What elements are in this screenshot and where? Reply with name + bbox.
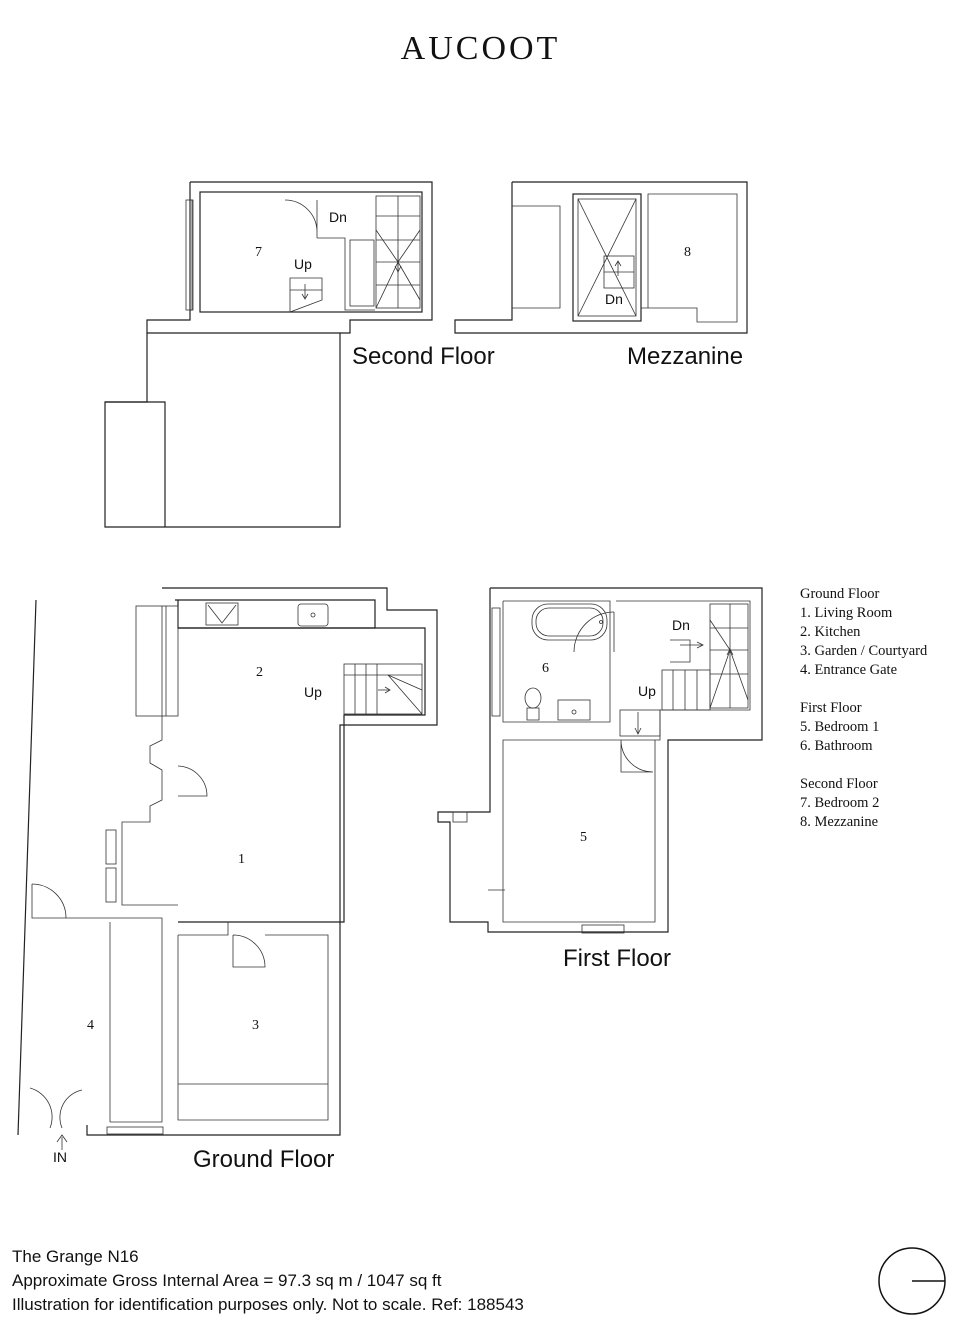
- legend-heading: Ground Floor: [800, 586, 880, 602]
- legend-item: 3. Garden / Courtyard: [800, 643, 928, 659]
- legend-heading: First Floor: [800, 700, 862, 716]
- legend-group-ground: Ground Floor 1. Living Room 2. Kitchen 3…: [800, 585, 927, 680]
- room-8-number: 8: [684, 245, 691, 260]
- stair-down-label-first: Dn: [672, 617, 690, 633]
- room-4-number: 4: [87, 1018, 94, 1033]
- legend-group-second: Second Floor 7. Bedroom 2 8. Mezzanine: [800, 775, 927, 832]
- stair-up-label-ground: Up: [304, 684, 322, 700]
- mezzanine-title: Mezzanine: [627, 343, 743, 370]
- mezzanine-plan: [454, 181, 748, 334]
- footer-info: The Grange N16 Approximate Gross Interna…: [12, 1245, 524, 1317]
- compass-icon: [878, 1247, 946, 1315]
- second-floor-title: Second Floor: [352, 343, 495, 370]
- room-6-number: 6: [542, 661, 549, 676]
- disclaimer: Illustration for identification purposes…: [12, 1295, 524, 1314]
- property-name: The Grange N16: [12, 1247, 139, 1266]
- second-floor-plan: [104, 181, 433, 528]
- room-2-number: 2: [256, 665, 263, 680]
- stair-down-label-second: Dn: [329, 209, 347, 225]
- entrance-in-label: IN: [53, 1149, 67, 1165]
- room-7-number: 7: [255, 245, 262, 260]
- legend-item: 5. Bedroom 1: [800, 719, 880, 735]
- brand-logo: AUCOOT: [400, 30, 561, 67]
- legend-item: 1. Living Room: [800, 605, 893, 621]
- stair-down-label-mezzanine: Dn: [605, 291, 623, 307]
- ground-floor-plan: [17, 587, 438, 1150]
- legend-group-first: First Floor 5. Bedroom 1 6. Bathroom: [800, 699, 927, 756]
- stair-up-label-second: Up: [294, 256, 312, 272]
- legend-item: 2. Kitchen: [800, 624, 861, 640]
- gross-area: Approximate Gross Internal Area = 97.3 s…: [12, 1271, 442, 1290]
- legend-item: 6. Bathroom: [800, 738, 873, 754]
- first-floor-title: First Floor: [563, 945, 671, 972]
- ground-floor-title: Ground Floor: [193, 1146, 334, 1173]
- room-3-number: 3: [252, 1018, 259, 1033]
- legend-item: 7. Bedroom 2: [800, 795, 880, 811]
- stair-up-label-first: Up: [638, 683, 656, 699]
- room-1-number: 1: [238, 852, 245, 867]
- room-5-number: 5: [580, 830, 587, 845]
- legend-item: 8. Mezzanine: [800, 814, 879, 830]
- first-floor-plan: [437, 587, 763, 934]
- legend-heading: Second Floor: [800, 776, 878, 792]
- legend-item: 4. Entrance Gate: [800, 662, 898, 678]
- room-legend: Ground Floor 1. Living Room 2. Kitchen 3…: [800, 585, 927, 851]
